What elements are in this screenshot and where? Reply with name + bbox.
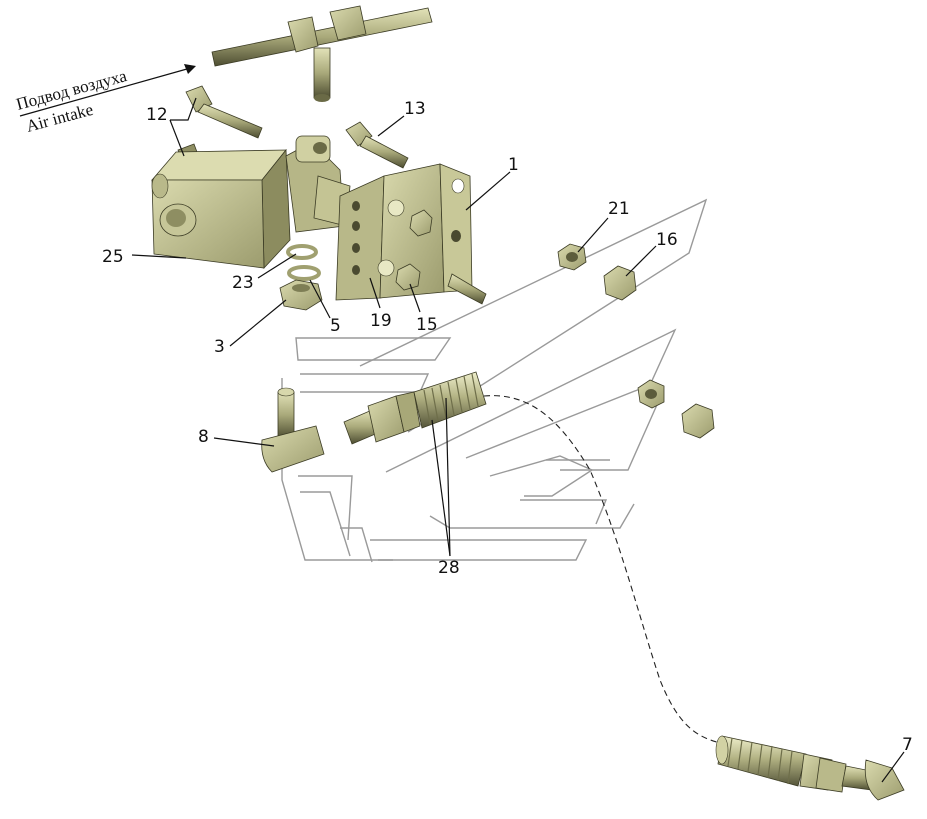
callout-25: 25 xyxy=(102,247,124,267)
nut-right-a xyxy=(637,379,665,409)
callout-3: 3 xyxy=(214,337,225,357)
leader-lines xyxy=(131,97,905,783)
washer-5 xyxy=(287,265,321,281)
callout-21: 21 xyxy=(608,199,630,219)
callout-labels: 12 13 1 21 16 25 23 3 5 19 15 8 28 7 xyxy=(102,99,913,755)
bolt-13 xyxy=(345,121,409,169)
hose-dashed-line xyxy=(483,395,725,745)
callout-28: 28 xyxy=(438,558,460,578)
hose-fitting-28-upper xyxy=(343,371,487,445)
elbow-fitting-8 xyxy=(261,387,325,473)
nut-right-b xyxy=(681,403,715,439)
callout-19: 19 xyxy=(370,311,392,331)
callout-15: 15 xyxy=(416,315,438,335)
callout-7: 7 xyxy=(902,735,913,755)
hose-fitting-7 xyxy=(715,735,905,801)
callout-23: 23 xyxy=(232,273,254,293)
callout-8: 8 xyxy=(198,427,209,447)
callout-13: 13 xyxy=(404,99,426,119)
washer-23 xyxy=(286,244,318,260)
bracket-1 xyxy=(335,163,487,305)
tee-fitting xyxy=(211,5,433,102)
nut-19 xyxy=(409,209,433,237)
callout-1: 1 xyxy=(508,155,519,175)
callout-12: 12 xyxy=(146,105,168,125)
nut-3 xyxy=(279,279,323,311)
valve-body-25 xyxy=(151,135,351,269)
air-intake-annotation: Подвод воздуха Air intake xyxy=(14,64,196,136)
callout-5: 5 xyxy=(330,316,341,336)
air-intake-arrow xyxy=(19,66,195,117)
nut-15 xyxy=(395,263,421,291)
callout-16: 16 xyxy=(656,230,678,250)
